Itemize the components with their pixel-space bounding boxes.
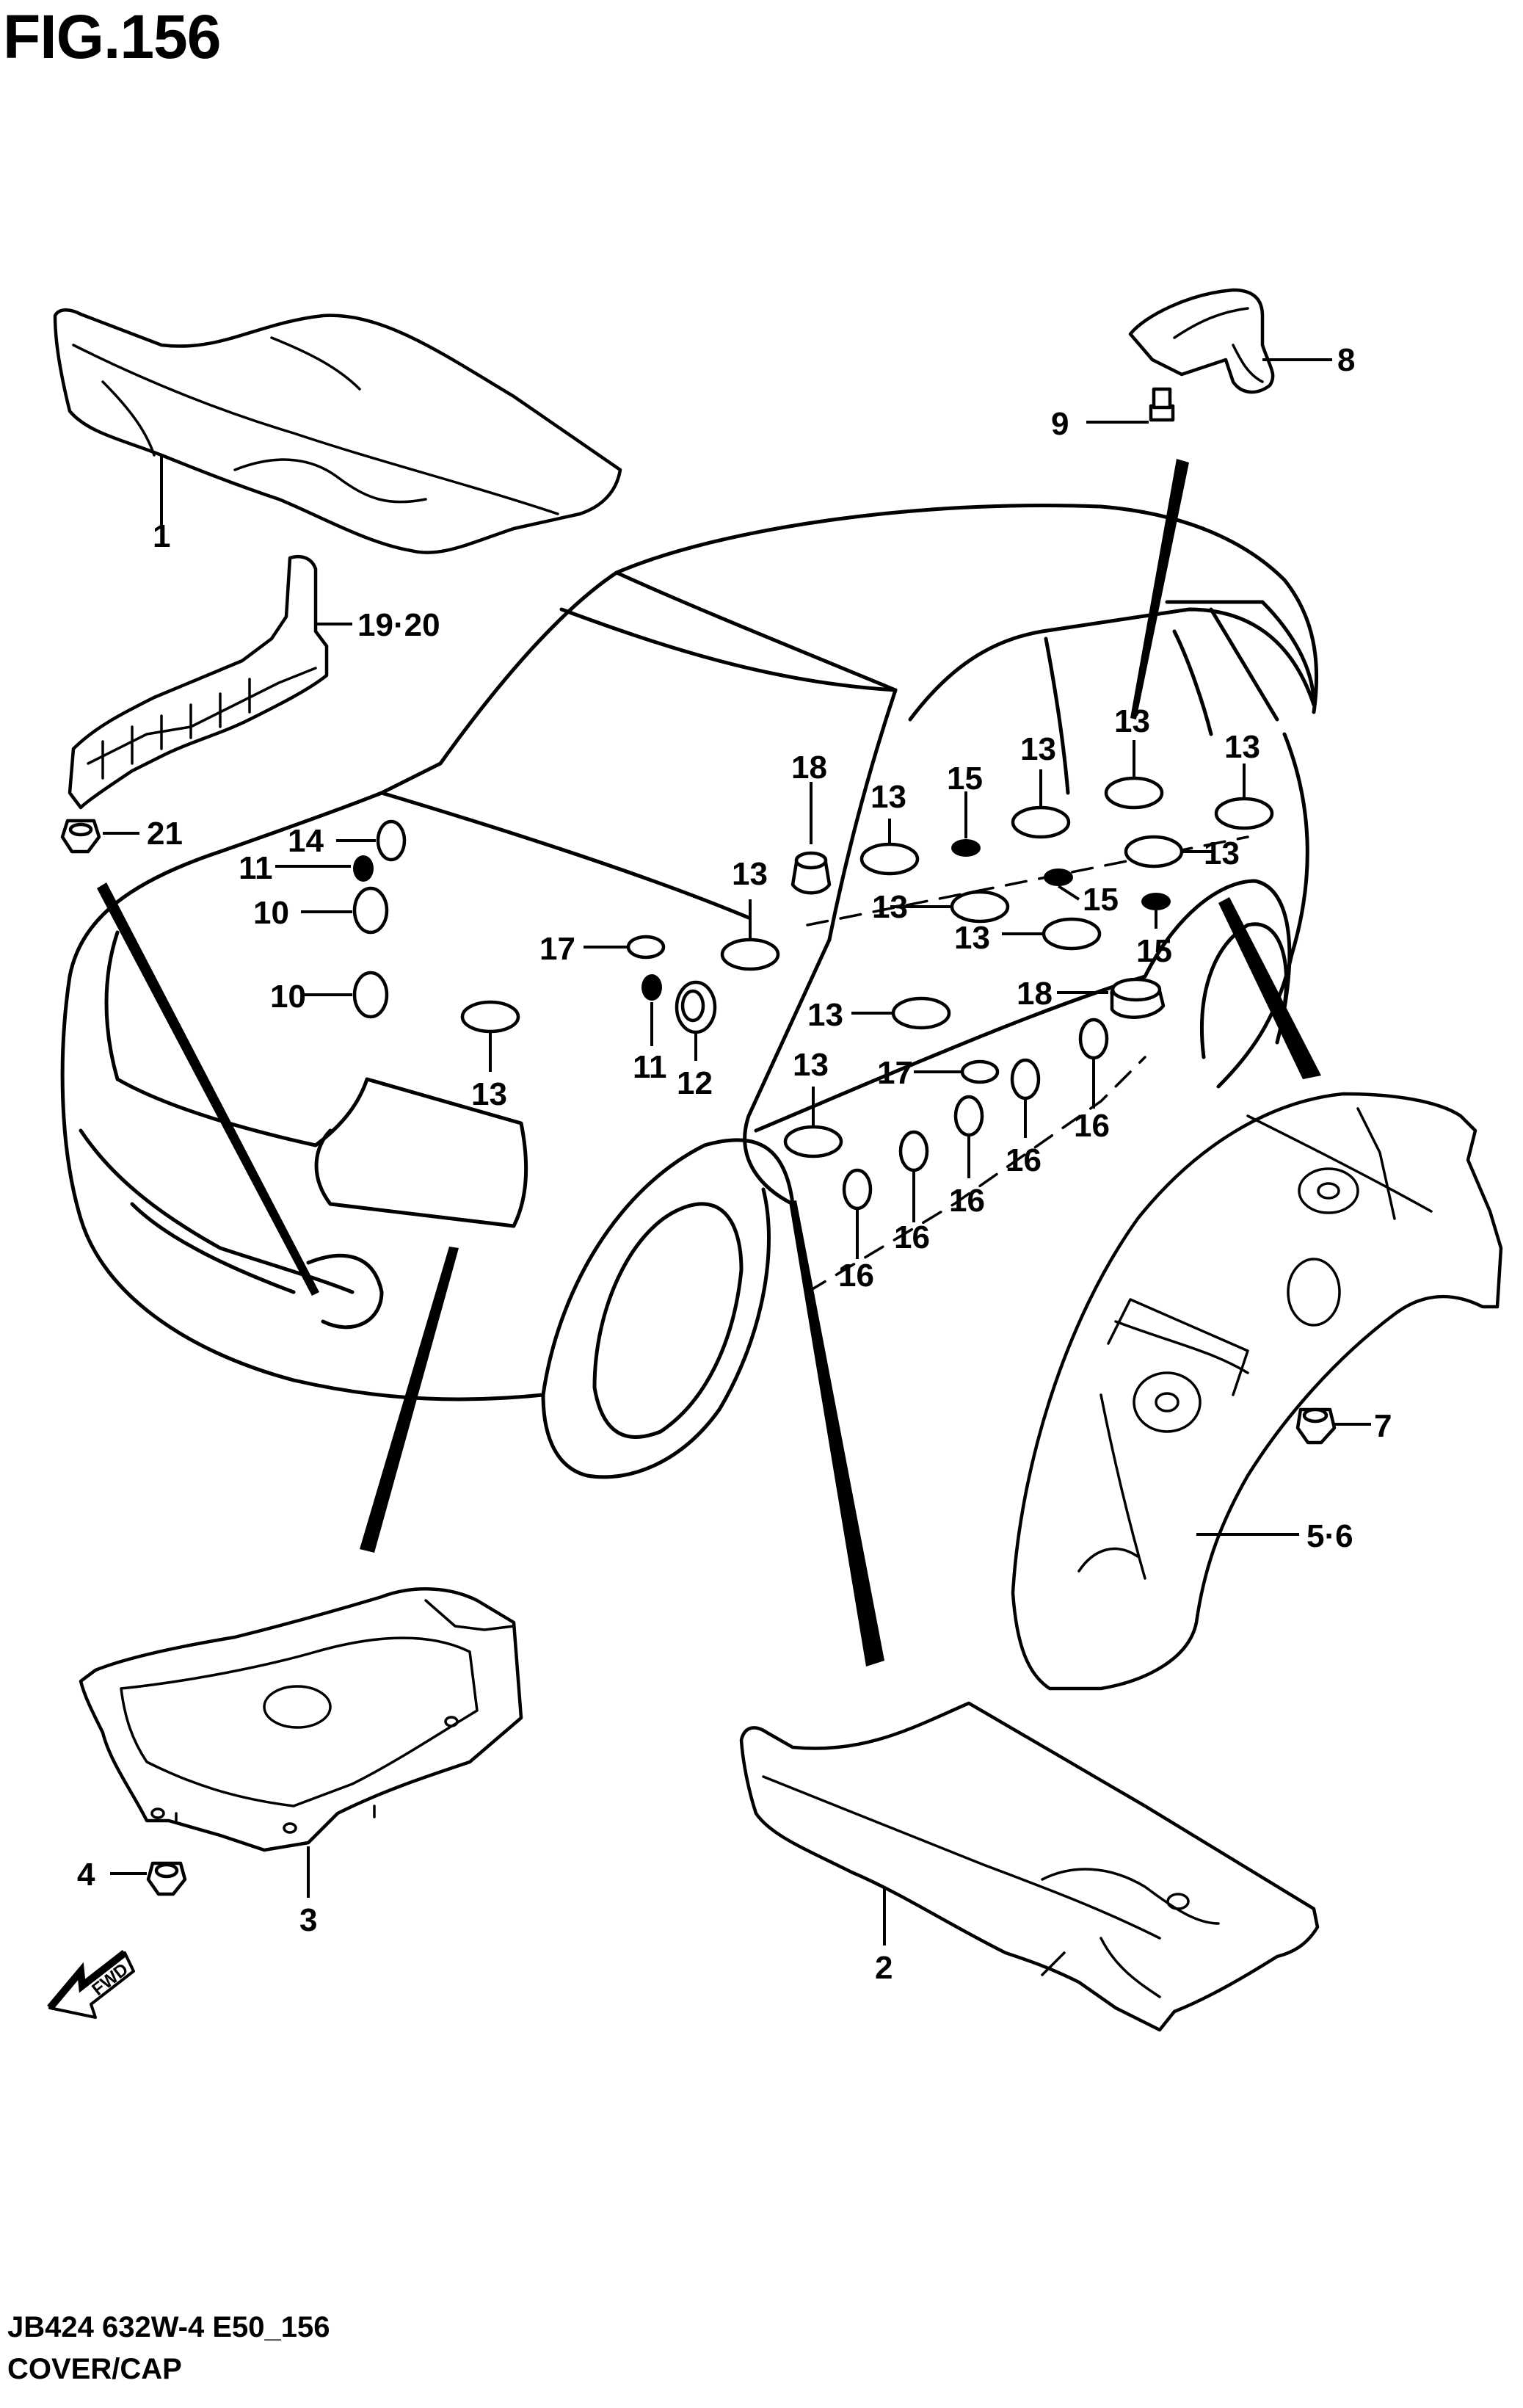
callout-13-c: 13 (870, 779, 906, 815)
part-1-engine-under-cover (53, 308, 622, 554)
leader-wedges (97, 459, 1321, 1667)
callout-5-6: 5·6 (1306, 1518, 1353, 1554)
diagram-caption: COVER/CAP (7, 2353, 182, 2385)
part-21-nut (60, 819, 101, 854)
callout-18b: 18 (1017, 976, 1053, 1012)
callout-16d: 16 (894, 1219, 930, 1255)
callout-16a: 16 (1074, 1108, 1110, 1144)
callout-13-a: 13 (471, 1076, 507, 1112)
callout-2: 2 (875, 1950, 893, 1986)
callout-7: 7 (1374, 1408, 1392, 1444)
callout-15b: 15 (1083, 882, 1119, 918)
callout-13-f: 13 (1114, 703, 1150, 739)
grommet-15-set (951, 839, 1171, 910)
part-9-bolt (1149, 387, 1175, 422)
callout-13-h: 13 (1204, 835, 1240, 871)
grommet-17-set (626, 935, 1000, 1084)
cap-18-set (790, 851, 1166, 1019)
grommet-13-set (460, 776, 1274, 1158)
callout-9: 9 (1051, 406, 1069, 442)
part-4-nut (146, 1861, 187, 1896)
callout-10a: 10 (253, 895, 289, 931)
leader-lines (103, 358, 1371, 1945)
callout-labels: 1 19·20 21 8 9 14 11 10 10 17 11 12 13 1… (77, 342, 1392, 1986)
callout-16e: 16 (838, 1258, 874, 1294)
part-2-floor-under-cover (739, 1701, 1320, 2032)
part-19-20-bracket (68, 554, 329, 810)
callout-19-20: 19·20 (357, 607, 440, 643)
callout-1: 1 (153, 518, 170, 554)
callout-13-j: 13 (807, 997, 843, 1033)
callout-3: 3 (299, 1902, 317, 1938)
callout-13-e: 13 (1020, 731, 1056, 767)
callout-4: 4 (77, 1857, 95, 1893)
callout-16c: 16 (949, 1183, 985, 1219)
callout-13-g: 13 (1224, 729, 1260, 765)
callout-12: 12 (677, 1065, 713, 1101)
callout-13-d: 13 (872, 889, 908, 925)
callout-8: 8 (1337, 342, 1355, 378)
callout-11b: 11 (633, 1049, 667, 1085)
part-7-nut (1295, 1407, 1337, 1445)
callout-11a: 11 (239, 850, 273, 886)
clip-16-set (842, 1018, 1109, 1211)
callout-21: 21 (147, 816, 183, 852)
figure-title: FIG.156 (3, 2, 221, 71)
clips-10-11-12-14 (352, 819, 717, 1034)
callout-13-k: 13 (793, 1047, 829, 1083)
callout-10b: 10 (270, 979, 306, 1015)
callout-15a: 15 (947, 761, 983, 797)
part-8-clip (1128, 288, 1275, 394)
callout-13-i: 13 (954, 920, 990, 956)
part-5-6-fender-liner (1011, 1092, 1503, 1691)
callout-14: 14 (288, 823, 324, 859)
forward-direction-arrow: FWD (47, 1950, 135, 2019)
callout-16b: 16 (1006, 1142, 1042, 1178)
callout-17a: 17 (539, 931, 575, 967)
callout-15c: 15 (1136, 933, 1172, 969)
callout-17b: 17 (877, 1055, 913, 1091)
callout-18a: 18 (791, 750, 827, 786)
diagram-code: JB424 632W-4 E50_156 (7, 2311, 330, 2343)
callout-13-b: 13 (732, 856, 768, 892)
part-3-front-under-cover (79, 1587, 523, 1852)
